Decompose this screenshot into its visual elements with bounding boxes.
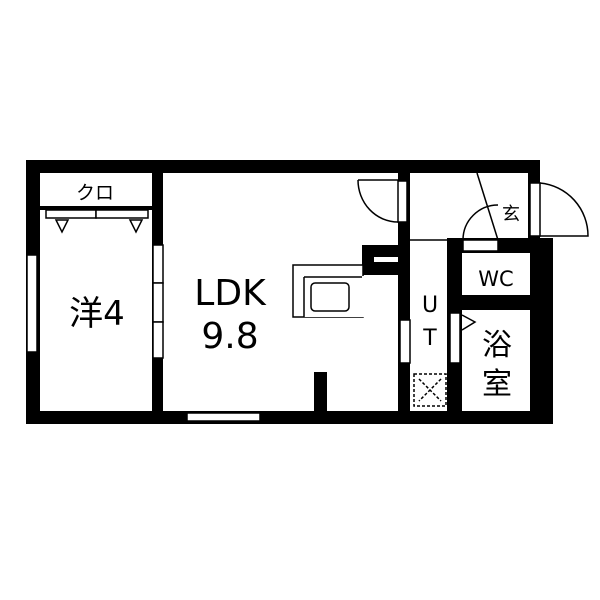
western-room-label: 洋4 bbox=[69, 294, 125, 334]
front-door-opening bbox=[529, 182, 541, 237]
wc-door bbox=[462, 239, 499, 252]
front-door-swing bbox=[539, 182, 589, 237]
window-south bbox=[186, 412, 261, 422]
bath-doors[interactable] bbox=[399, 312, 477, 364]
ldk-door[interactable] bbox=[357, 179, 408, 223]
bath-label-1: 浴 bbox=[482, 328, 512, 363]
wc-label: WC bbox=[478, 267, 513, 291]
ldk-size-label: 9.8 bbox=[201, 316, 258, 357]
entrance-label: 玄 bbox=[502, 204, 520, 225]
sink bbox=[310, 282, 350, 312]
windows bbox=[26, 244, 261, 422]
window-west bbox=[26, 254, 38, 353]
closet-doors[interactable] bbox=[40, 206, 152, 234]
ut-label-t: T bbox=[422, 326, 437, 351]
window-partition-top bbox=[152, 244, 164, 284]
window-partition-bot bbox=[152, 321, 164, 359]
ldk-label: LDK bbox=[194, 273, 267, 314]
closet-label: クロ bbox=[76, 182, 114, 204]
washer-space bbox=[413, 373, 447, 407]
bath-label-2: 室 bbox=[482, 367, 512, 402]
ut-label-u: U bbox=[422, 293, 438, 318]
entrance bbox=[410, 172, 589, 252]
window-partition-mid bbox=[152, 282, 164, 323]
kitchen-counter bbox=[292, 264, 398, 318]
